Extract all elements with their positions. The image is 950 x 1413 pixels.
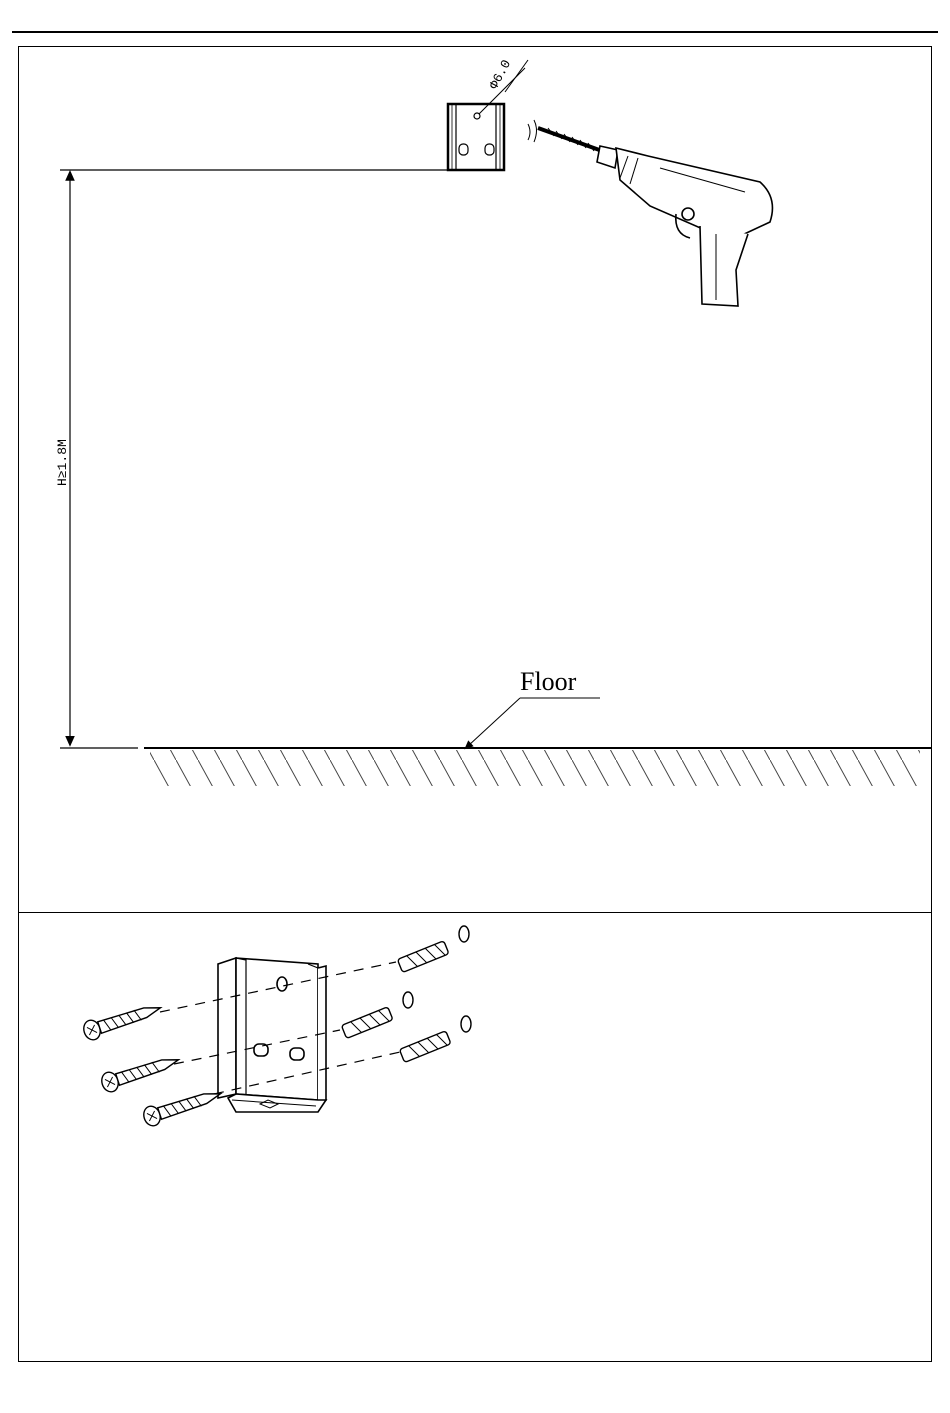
height-dimension: H≥1.8M (55, 176, 70, 742)
bracket-front-view (448, 104, 504, 170)
hole-diameter-label: Φ6.0 (486, 57, 514, 92)
floor-label: Floor (520, 667, 577, 696)
wall-hole-icon (403, 926, 471, 1032)
screw-icon (81, 998, 223, 1128)
wall-anchor-icon (341, 941, 451, 1063)
height-label: H≥1.8M (55, 439, 70, 486)
floor-annotation: Floor (468, 667, 600, 746)
electric-drill-icon (528, 120, 772, 306)
floor (60, 748, 932, 786)
